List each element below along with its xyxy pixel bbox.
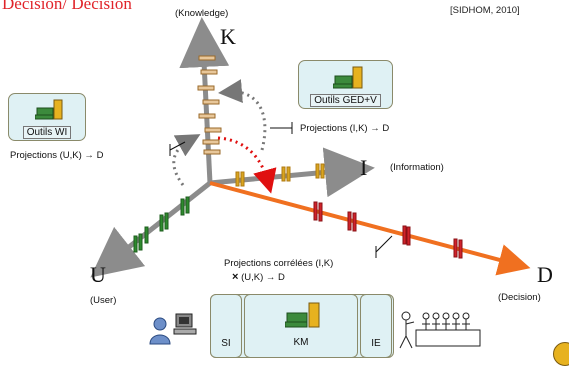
d-axis: [209, 181, 531, 276]
u-axis-letter: U: [90, 262, 106, 287]
tool-box-ged[interactable]: Outils GED+V: [298, 60, 393, 109]
si-cell[interactable]: SI: [210, 294, 242, 358]
correlated-line1: Projections corrélées (I,K): [224, 258, 334, 269]
k-axis-marks: [197, 55, 222, 155]
tool-label-ged: Outils GED+V: [310, 94, 381, 107]
ie-cell[interactable]: IE: [360, 294, 392, 358]
meeting-audience-icon: [399, 311, 481, 349]
d-axis-label: (Decision): [498, 292, 541, 303]
corner-badge-icon: [553, 342, 569, 366]
red-projection-arrow: [217, 136, 277, 194]
u-axis-label: (User): [90, 295, 117, 306]
d-axis-letter: D: [537, 262, 553, 287]
k-axis-label: (Knowledge): [175, 8, 229, 19]
dotted-arrow-u-to-k: [172, 134, 201, 186]
projection-ik-label: Projections (I,K) → D: [300, 123, 390, 134]
tool-box-wi[interactable]: Outils WI: [8, 93, 86, 141]
k-axis: [179, 17, 230, 184]
tool-label-wi: Outils WI: [22, 126, 72, 139]
i-axis: [209, 147, 375, 198]
km-label: KM: [293, 337, 309, 348]
projection-uk-label: Projections (U,K) → D: [10, 150, 104, 161]
i-axis-marks: [235, 163, 325, 187]
computer-icon: [285, 302, 320, 328]
i-axis-letter: I: [360, 155, 368, 180]
axes-diagram: [90, 17, 531, 278]
slide-title: Décision/ Décision: [2, 0, 132, 13]
d-axis-marks: [313, 201, 463, 259]
computer-icon: [35, 99, 63, 120]
ie-label: IE: [371, 338, 381, 349]
reference-citation: [SIDHOM, 2010]: [450, 5, 520, 16]
dotted-arrow-k-to-i: [218, 79, 267, 151]
si-label: SI: [221, 338, 231, 349]
correlated-line2: × (U,K) → D: [232, 271, 285, 283]
k-axis-letter: K: [220, 24, 236, 49]
leader-uk: [169, 141, 186, 151]
km-cell[interactable]: KM: [244, 294, 358, 358]
computer-icon: [333, 66, 363, 89]
cross-icon: ×: [232, 271, 239, 283]
leader-correlated: [375, 235, 393, 253]
u-axis-marks: [133, 196, 190, 253]
i-axis-label: (Information): [390, 162, 444, 173]
user-at-computer-icon: [149, 313, 197, 345]
